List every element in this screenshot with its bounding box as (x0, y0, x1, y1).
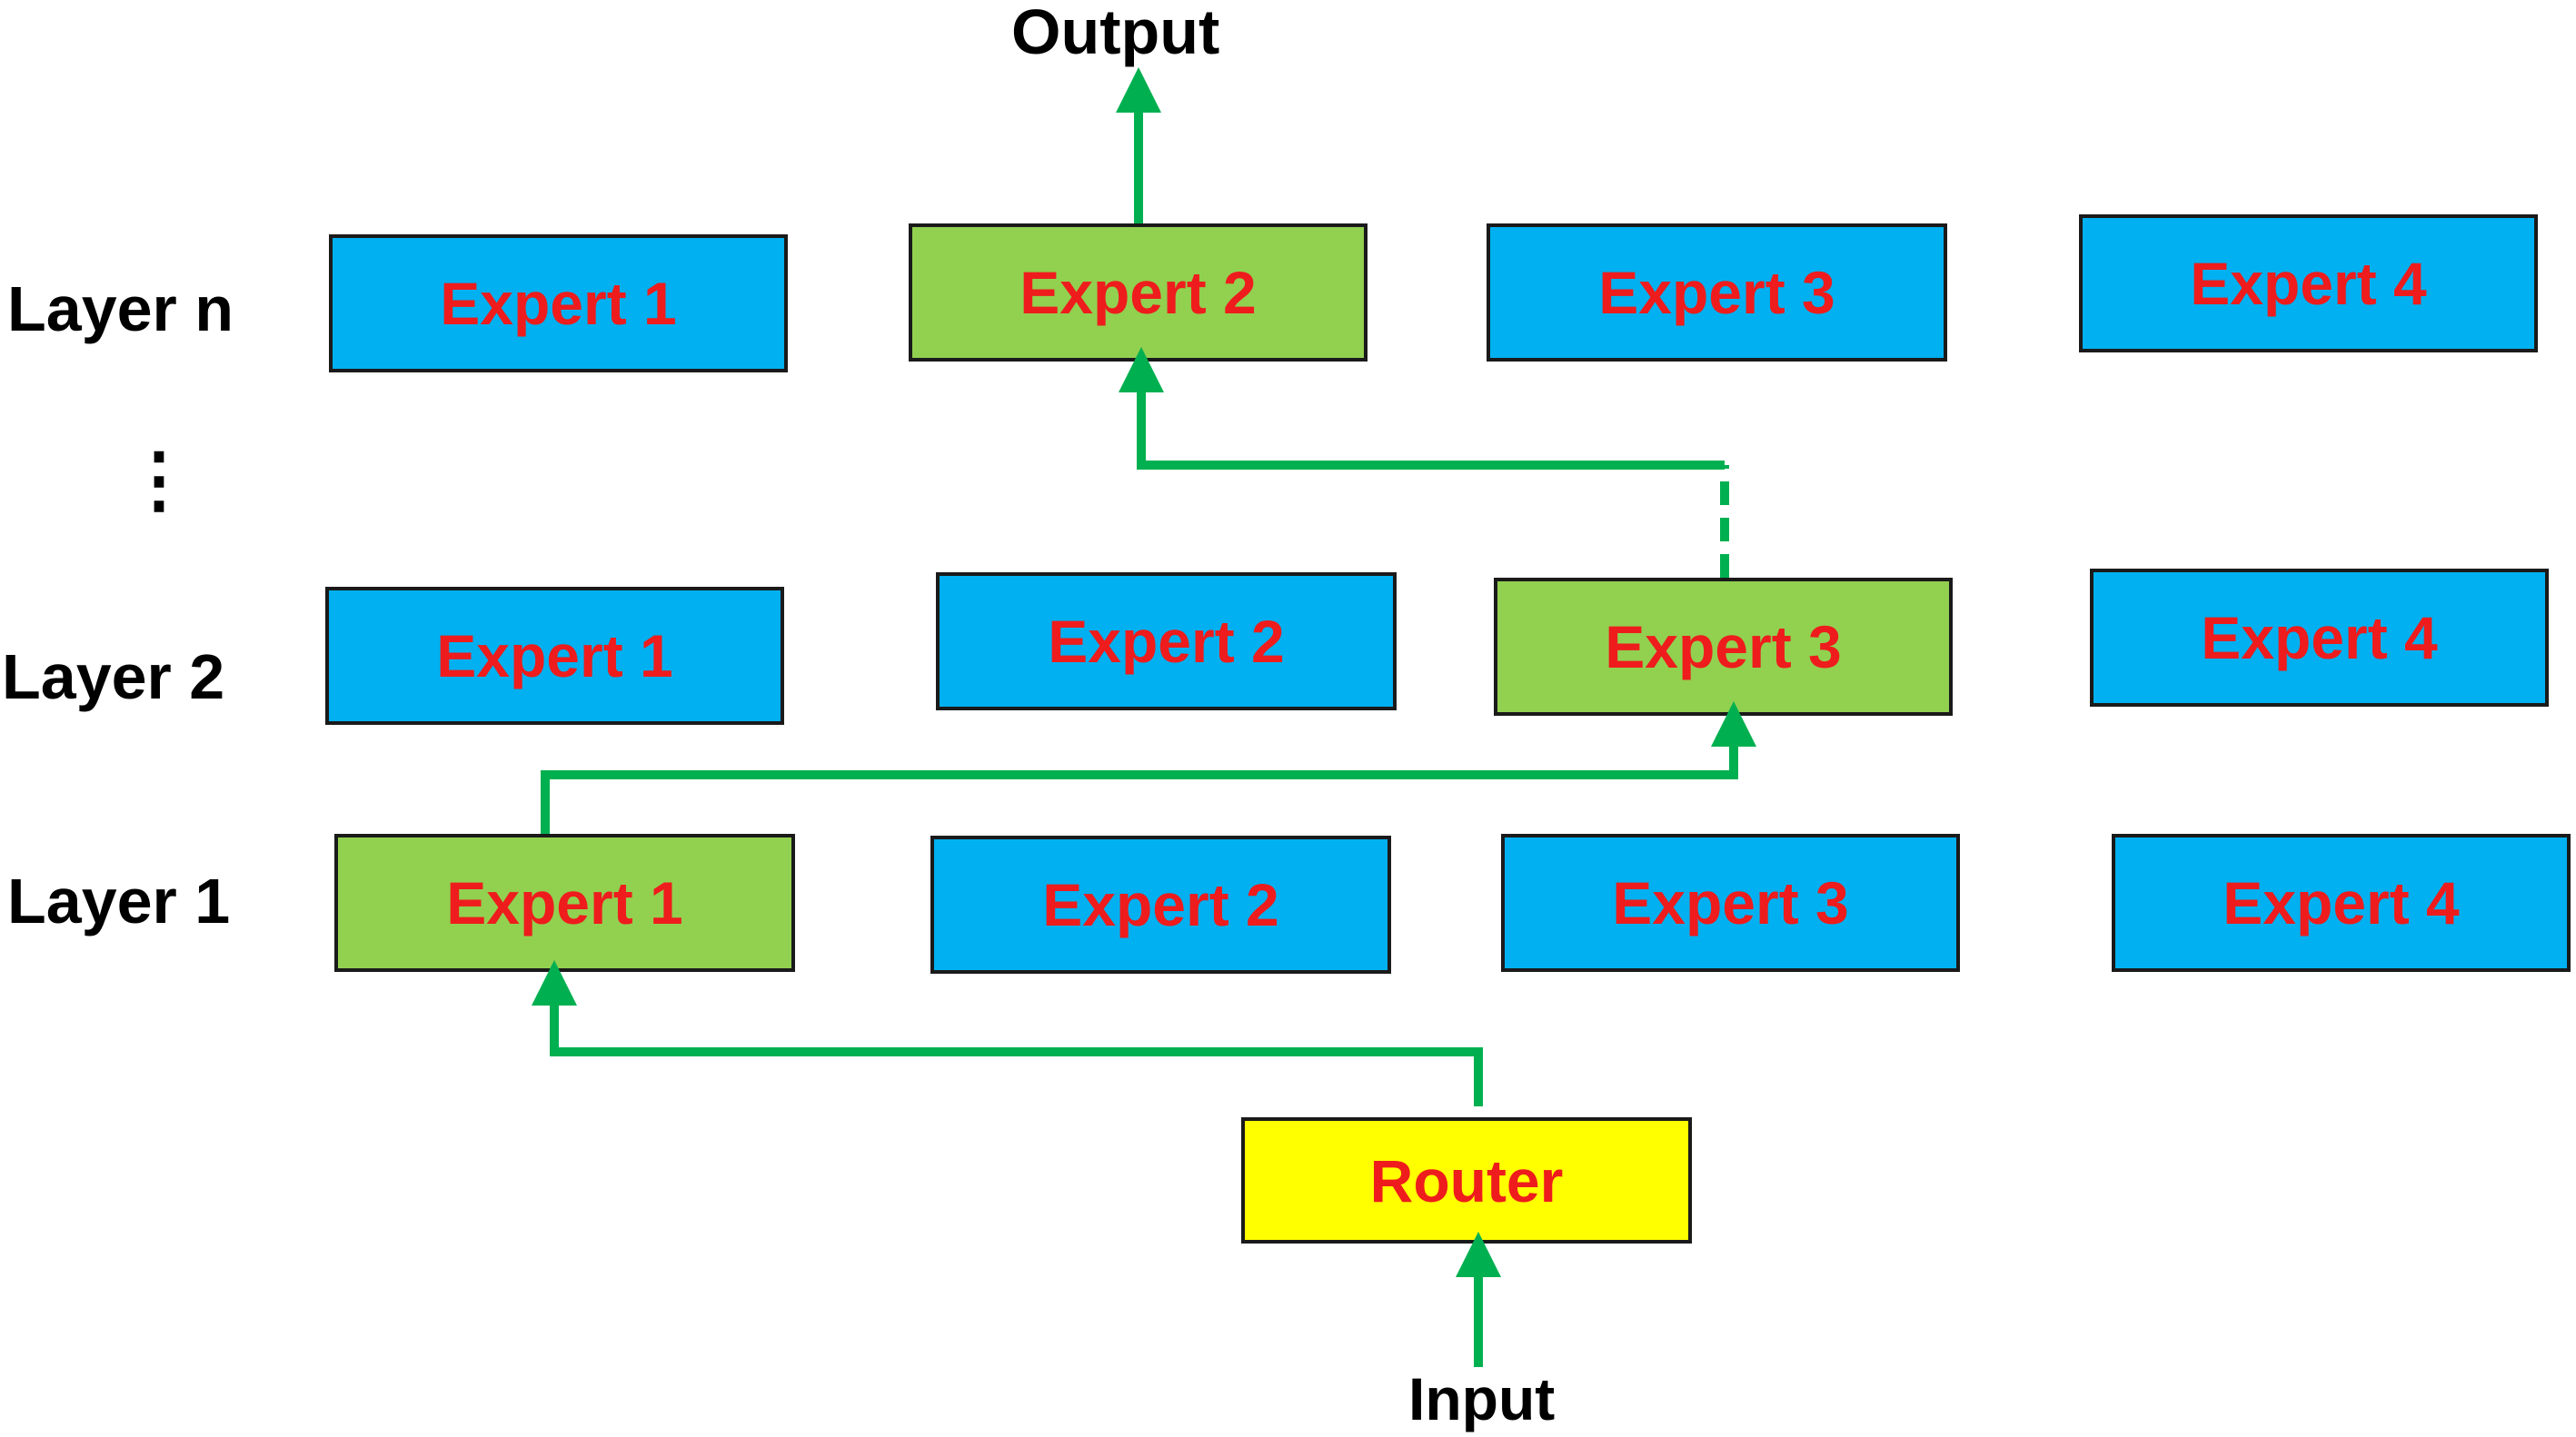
layer-n-expert-2-active: Expert 2 (909, 223, 1368, 362)
layer-2-expert-2: Expert 2 (936, 572, 1397, 710)
layer-2-label: Layer 2 (2, 641, 225, 712)
layer-1-label: Layer 1 (7, 866, 231, 937)
layer-1-expert-2: Expert 2 (930, 836, 1391, 974)
layer1-to-layer2-arrow (541, 701, 1756, 834)
ellipsis-label: ⋮ (123, 439, 195, 520)
layer-n-expert-4: Expert 4 (2079, 214, 2538, 352)
layer-2-expert-1: Expert 1 (325, 587, 784, 725)
output-label: Output (1011, 0, 1220, 67)
layer-n-expert-1: Expert 1 (329, 234, 788, 372)
layer-1-expert-3: Expert 3 (1501, 834, 1960, 972)
layer-2-expert-3-active: Expert 3 (1494, 578, 1953, 716)
input-label: Input (1408, 1365, 1556, 1432)
layer-n-label: Layer n (7, 273, 234, 344)
layer-2-expert-4: Expert 4 (2090, 569, 2549, 707)
layer-1-expert-4: Expert 4 (2112, 834, 2571, 972)
router-to-layer1-arrow (532, 960, 1483, 1106)
router-box: Router (1241, 1117, 1692, 1244)
layer-n-expert-3: Expert 3 (1487, 223, 1947, 362)
layer2-to-layern-arrow (1119, 347, 1725, 470)
layer-1-expert-1-active: Expert 1 (334, 834, 795, 972)
